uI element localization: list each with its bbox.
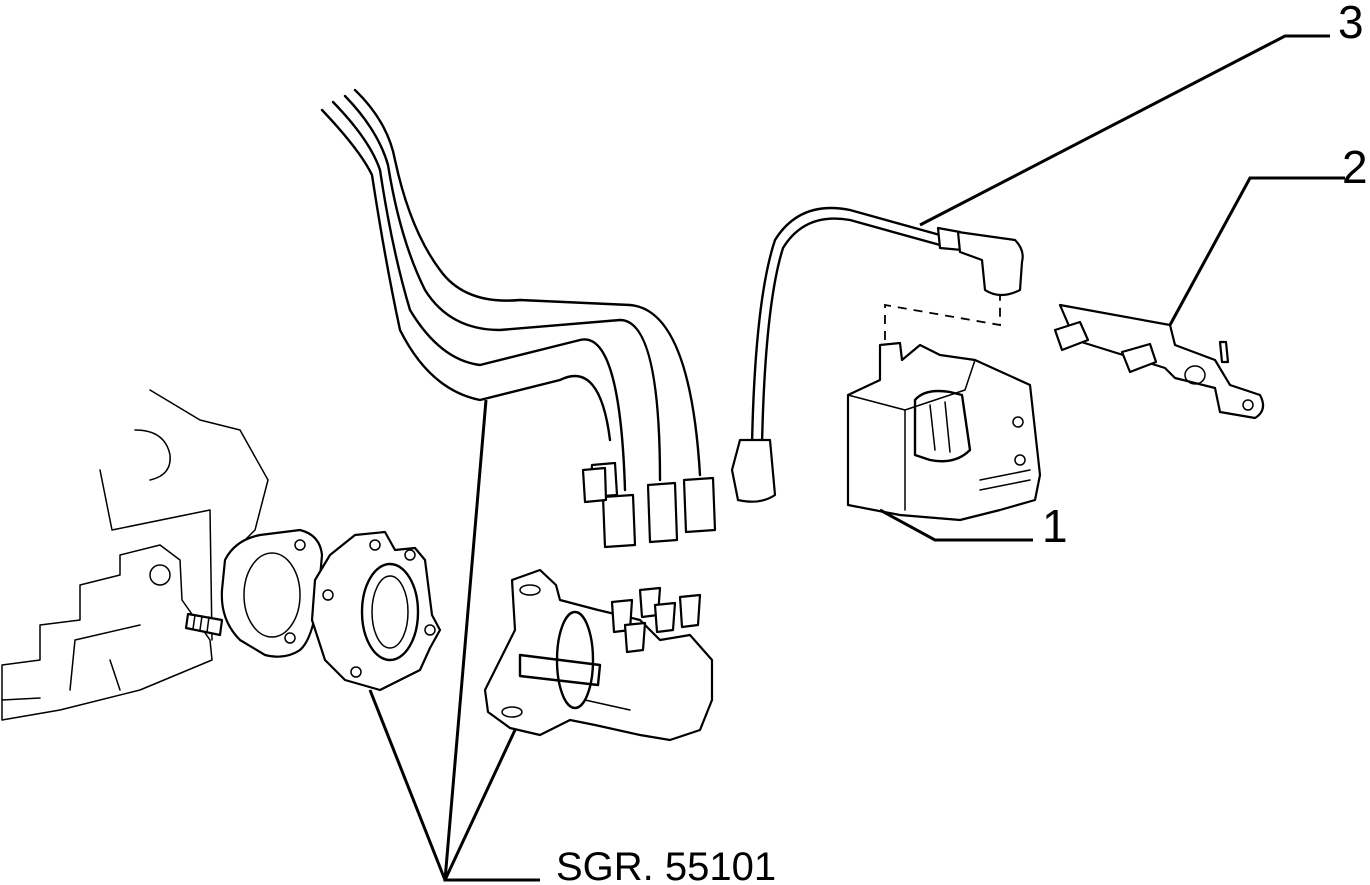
group-reference-label: SGR. 55101 [556,845,776,885]
callout-number-2: 2 [1342,141,1368,193]
ignition-coil [846,295,1042,522]
engine-block-fragment [1,389,269,721]
callout-number-1: 1 [1042,500,1068,552]
spark-plug-wire-harness [320,88,717,549]
distributor-flange-gasket [220,528,324,658]
mounting-stud [184,612,224,637]
distributor-adapter-ring [310,530,442,692]
bracket-bolt [1053,320,1230,374]
leader-lines [368,34,1345,882]
coil-ht-lead [730,206,1024,503]
coil-bracket [1053,303,1265,420]
callout-number-3: 3 [1338,0,1364,48]
plug-wire-boot [581,461,717,549]
ignition-distributor [483,568,714,742]
